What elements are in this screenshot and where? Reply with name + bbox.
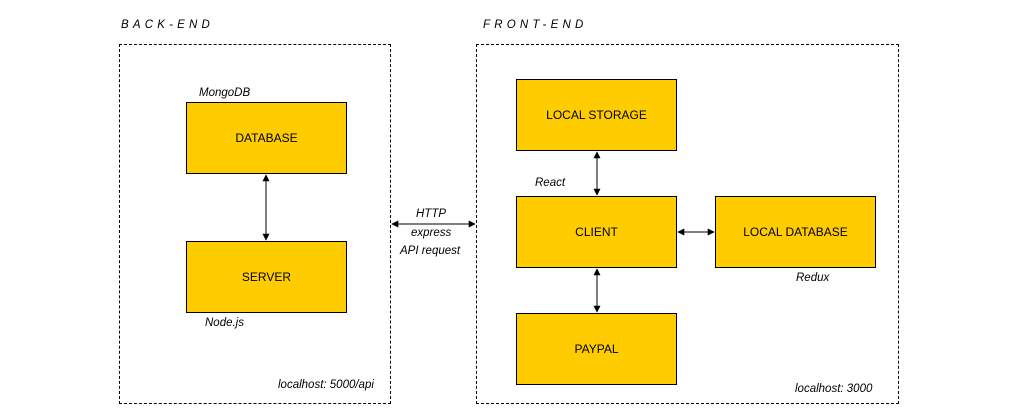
local-database-box: LOCAL DATABASE: [715, 196, 876, 268]
server-label: SERVER: [241, 270, 292, 284]
backend-title: BACK-END: [121, 19, 215, 31]
client-tech-label: React: [535, 177, 566, 189]
local-database-tech-label: Redux: [796, 272, 830, 284]
link-protocol-label: HTTP: [416, 208, 447, 220]
backend-region: [119, 44, 391, 404]
client-box: CLIENT: [516, 196, 677, 268]
database-tech-label: MongoDB: [199, 87, 251, 99]
client-label: CLIENT: [575, 225, 618, 239]
server-tech-label: Node.js: [205, 317, 244, 329]
backend-host-label: localhost: 5000/api: [278, 379, 374, 391]
frontend-title: FRONT-END: [483, 19, 588, 31]
local-database-label: LOCAL DATABASE: [743, 225, 848, 239]
server-box: SERVER: [186, 241, 347, 313]
paypal-label: PAYPAL: [574, 342, 619, 356]
database-box: DATABASE: [186, 102, 347, 174]
frontend-host-label: localhost: 3000: [795, 383, 873, 395]
paypal-box: PAYPAL: [516, 313, 677, 385]
link-framework-label: express: [411, 227, 452, 239]
local-storage-box: LOCAL STORAGE: [516, 79, 677, 151]
local-storage-label: LOCAL STORAGE: [546, 108, 647, 122]
frontend-region: [476, 44, 899, 404]
link-request-label: API request: [400, 245, 461, 257]
database-label: DATABASE: [235, 131, 298, 145]
